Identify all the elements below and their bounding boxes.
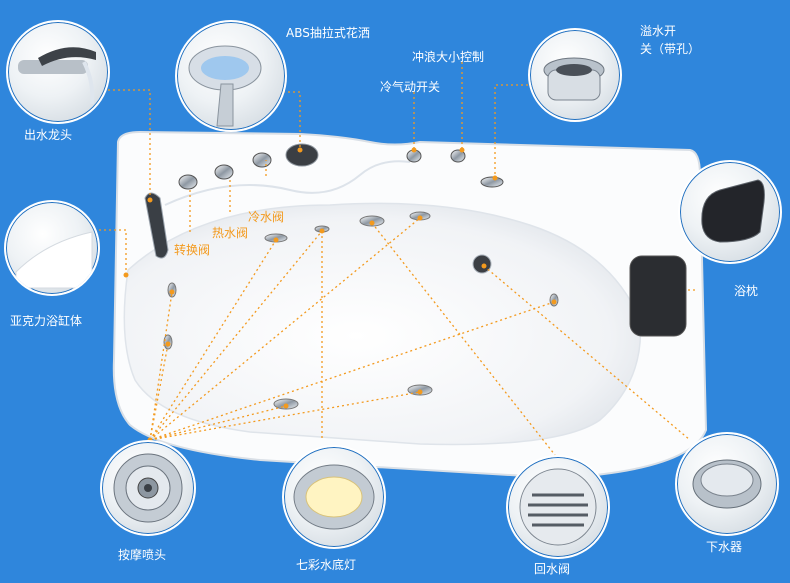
pillow-icon (701, 179, 765, 243)
overflow-valve-icon (543, 57, 605, 101)
tub-basin (123, 202, 642, 446)
diverter-label: 转换阀 (174, 243, 211, 257)
air-switch-label: 冷气动开关 (380, 80, 441, 94)
shower-head-icon (188, 45, 262, 127)
massage-callout (100, 440, 196, 536)
pillow-callout (678, 160, 782, 264)
faucet-icon (18, 47, 96, 105)
drain-label: 下水器 (706, 540, 743, 554)
jet-nozzle-icon (113, 453, 183, 523)
underwater-light-icon (293, 464, 375, 530)
indicator-dots (123, 147, 557, 443)
overflow-label: 溢水开 关（带孔） (640, 24, 701, 56)
massage-label: 按摩喷头 (118, 548, 167, 562)
hot-valve-label: 热水阀 (212, 226, 249, 240)
acrylic-callout (4, 200, 100, 296)
shower-label: ABS抽拉式花洒 (286, 26, 370, 40)
pillow-label: 浴枕 (734, 284, 759, 298)
drain-icon (692, 459, 762, 509)
shower-callout (175, 20, 287, 132)
overflow-callout (528, 28, 622, 122)
cold-valve-label: 冷水阀 (248, 210, 285, 224)
light-label: 七彩水底灯 (296, 558, 357, 572)
acrylic-label: 亚克力浴缸体 (10, 314, 83, 328)
jet-switch-label: 冲浪大小控制 (412, 50, 485, 64)
leader-lines (94, 62, 695, 456)
return-callout (506, 455, 610, 559)
light-callout (282, 445, 386, 549)
return-label: 回水阀 (534, 562, 571, 576)
faucet-label: 出水龙头 (24, 128, 73, 142)
acrylic-sample-icon (15, 231, 93, 289)
return-grille-icon (519, 468, 597, 546)
drain-callout (675, 432, 779, 536)
faucet-callout (6, 20, 110, 124)
pillow-shape (629, 255, 687, 337)
